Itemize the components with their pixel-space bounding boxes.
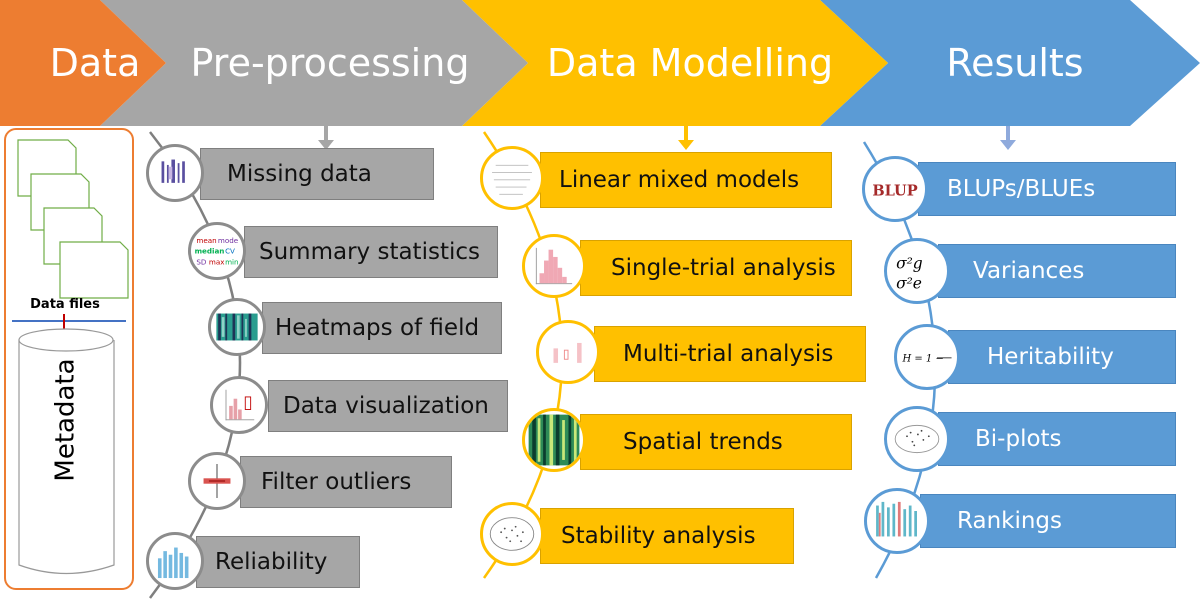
multi-trial-thumb-icon	[536, 320, 600, 384]
spatial-thumb-icon	[522, 408, 586, 472]
step-stability-analysis[interactable]: Stability analysis	[540, 508, 794, 564]
step-filter-outliers[interactable]: Filter outliers	[240, 456, 452, 508]
results-down-arrow-icon	[1000, 140, 1016, 150]
data-files-label: Data files	[30, 297, 100, 312]
missing-data-thumb-icon	[146, 144, 204, 202]
preprocessing-chevron	[100, 0, 528, 126]
results-chevron	[820, 0, 1200, 126]
svg-text:max: max	[209, 257, 225, 266]
svg-text:median: median	[195, 247, 225, 256]
modelling-chevron	[462, 0, 888, 126]
step-heatmaps-of-field[interactable]: Heatmaps of field	[262, 302, 502, 354]
step-data-visualization[interactable]: Data visualization	[268, 380, 508, 432]
metadata-label: Metadata	[51, 358, 81, 482]
svg-text:SD: SD	[196, 257, 207, 266]
stage-label-data: Data	[49, 41, 141, 85]
preprocessing-curve	[149, 131, 242, 599]
stage-label-results: Results	[946, 41, 1084, 85]
preprocessing-down-arrow-icon	[318, 140, 334, 150]
summary-stats-thumb-icon: mean mode median CV SD max min	[188, 222, 246, 280]
step-summary-statistics[interactable]: Summary statistics	[244, 226, 498, 278]
data-files-icon	[12, 139, 129, 322]
step-single-trial-analysis[interactable]: Single-trial analysis	[580, 240, 852, 296]
svg-text:σ²e: σ²e	[896, 274, 922, 292]
svg-text:mean: mean	[196, 236, 216, 245]
svg-text:mode: mode	[218, 236, 239, 245]
svg-text:CV: CV	[225, 247, 235, 256]
stability-thumb-icon	[480, 502, 544, 566]
svg-text:σ²g: σ²g	[896, 254, 923, 272]
rankings-thumb-icon	[864, 488, 930, 554]
step-spatial-trends[interactable]: Spatial trends	[580, 414, 852, 470]
result-blups-blues[interactable]: BLUPs/BLUEs	[918, 162, 1176, 216]
heatmap-thumb-icon	[208, 298, 266, 356]
svg-text:min: min	[225, 257, 239, 266]
result-rankings[interactable]: Rankings	[920, 494, 1176, 548]
blups-thumb-icon: BLUP	[862, 156, 928, 222]
data-chevron	[0, 0, 166, 126]
biplot-thumb-icon	[884, 406, 950, 472]
modelling-down-arrow-icon	[678, 140, 694, 150]
result-bi-plots[interactable]: Bi-plots	[938, 412, 1176, 466]
stage-banner	[0, 0, 1200, 126]
data-viz-thumb-icon	[210, 376, 268, 434]
result-variances[interactable]: Variances	[938, 244, 1176, 298]
step-missing-data[interactable]: Missing data	[200, 148, 434, 200]
outlier-thumb-icon	[188, 452, 246, 510]
svg-text:BLUP: BLUP	[872, 182, 917, 199]
step-linear-mixed-models[interactable]: Linear mixed models	[540, 152, 832, 208]
svg-text:H = 1 −: H = 1 −	[901, 354, 943, 365]
result-heritability[interactable]: Heritability	[948, 330, 1176, 384]
variance-formula-icon: σ²g σ²e	[884, 238, 950, 304]
lmm-thumb-icon	[480, 146, 544, 210]
metadata-cylinder-icon	[18, 314, 115, 575]
heritability-formula-icon: H = 1 −	[894, 324, 960, 390]
stage-label-modelling: Data Modelling	[546, 41, 834, 85]
histogram-thumb-icon	[522, 234, 586, 298]
step-reliability[interactable]: Reliability	[196, 536, 360, 588]
stage-label-preprocessing: Pre-processing	[190, 41, 470, 85]
step-multi-trial-analysis[interactable]: Multi-trial analysis	[594, 326, 866, 382]
reliability-thumb-icon	[146, 532, 204, 590]
